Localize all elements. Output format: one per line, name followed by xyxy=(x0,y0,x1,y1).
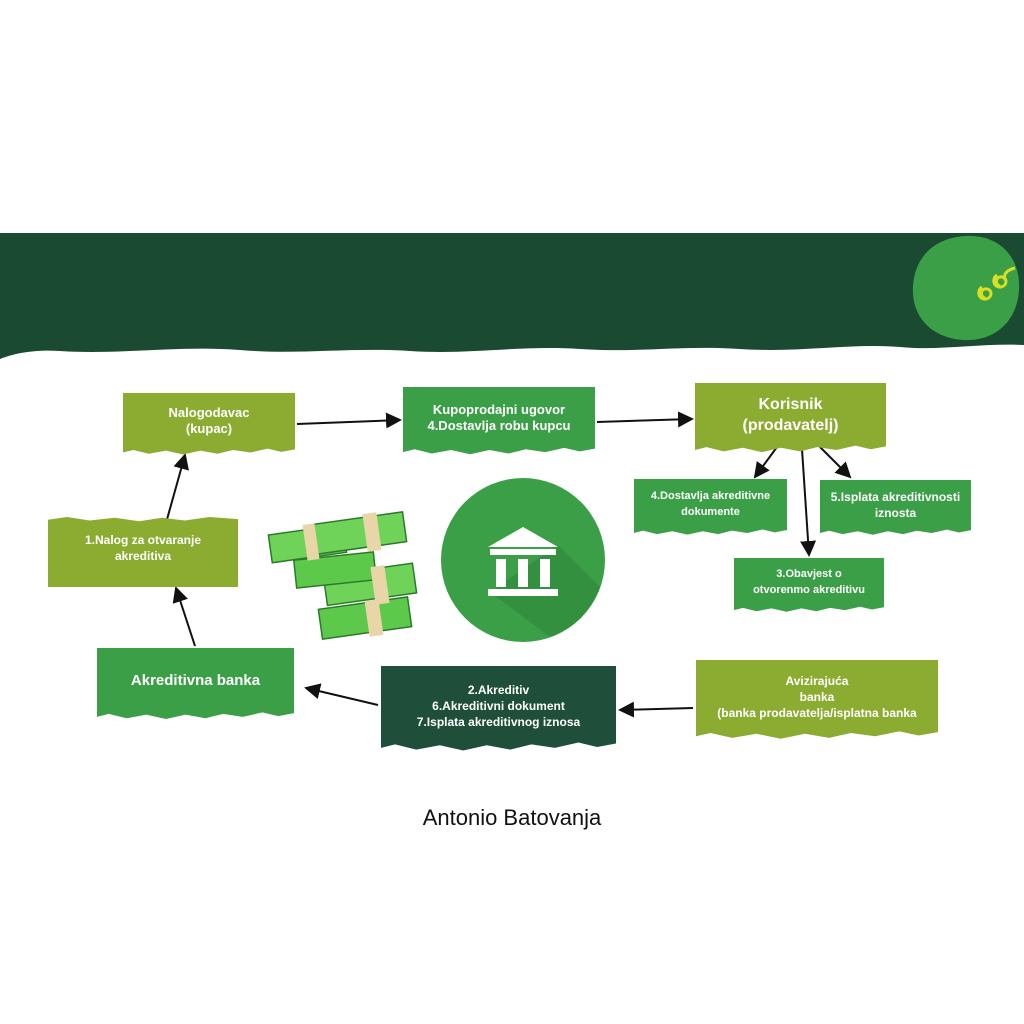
node-label: 4.Dostavlja robu kupcu xyxy=(427,418,571,433)
bank-building-icon xyxy=(441,478,605,642)
node-akreditiv: 2.Akreditiv 6.Akreditivni dokument 7.Isp… xyxy=(381,666,616,751)
node-label: 6.Akreditivni dokument xyxy=(432,699,565,713)
node-label: 4.Dostavlja akreditivne xyxy=(650,490,771,502)
node-label: iznosta xyxy=(874,505,917,520)
arrow-korisnik-isplata xyxy=(819,446,852,479)
node-label: 3.Obavjest o xyxy=(776,568,842,580)
node-obavijest: 3.Obavjest o otvorenmo akreditivu xyxy=(734,558,884,612)
node-isplata: 5.Isplata akreditivnosti iznosta xyxy=(820,480,971,535)
node-label: otvorenmo akreditivu xyxy=(753,584,865,596)
node-akreditivna-banka: Akreditivna banka xyxy=(97,648,294,720)
arrow-banka-nalog xyxy=(172,586,196,647)
header-banner xyxy=(0,233,1024,359)
node-label: (kupac) xyxy=(185,421,233,436)
node-label: 2.Akreditiv xyxy=(467,683,530,697)
node-nalog: 1.Nalog za otvaranje akreditiva xyxy=(48,517,238,587)
node-avizirajuca-banka: Avizirajuća banka (banka prodavatelja/is… xyxy=(696,660,938,739)
node-korisnik: Korisnik (prodavatelj) xyxy=(695,383,886,453)
arrow-korisnik-obavijest xyxy=(800,448,817,557)
money-stack-icon xyxy=(267,511,418,640)
node-label: 7.Isplata akreditivnog iznosa xyxy=(416,715,581,729)
node-label: Nalogodavac xyxy=(168,405,250,420)
node-label: dokumente xyxy=(681,506,740,518)
arrow-korisnik-dostavlja xyxy=(753,446,778,479)
node-label: Avizirajuća xyxy=(785,674,849,688)
node-label: Akreditivna banka xyxy=(130,672,261,689)
arrow-akreditiv-banka xyxy=(304,683,379,706)
arrow-avizirajuca-akreditiv xyxy=(618,701,694,718)
node-label: banka xyxy=(799,690,835,704)
node-label: 5.Isplata akreditivnosti xyxy=(830,489,961,504)
node-label: 1.Nalog za otvaranje xyxy=(84,533,202,547)
author-name: Antonio Batovanja xyxy=(422,805,602,830)
node-label: (banka prodavatelja/isplatna banka xyxy=(717,706,917,720)
arrow-nalog-nalogodavac xyxy=(165,453,189,524)
node-label: akreditiva xyxy=(114,549,172,563)
node-dostavlja-dokumente: 4.Dostavlja akreditivne dokumente xyxy=(634,479,787,535)
node-label: Kupoprodajni ugovor xyxy=(432,402,566,417)
node-label: (prodavatelj) xyxy=(742,417,839,434)
node-label: Korisnik xyxy=(758,396,823,413)
arrow-kupoprodajni-korisnik xyxy=(596,411,694,428)
node-kupoprodajni-ugovor: Kupoprodajni ugovor 4.Dostavlja robu kup… xyxy=(403,387,595,455)
arrow-nalogodavac-kupoprodajni xyxy=(296,412,402,429)
node-nalogodavac: Nalogodavac (kupac) xyxy=(123,393,295,455)
green-circle-spiral-icon xyxy=(912,235,1020,341)
